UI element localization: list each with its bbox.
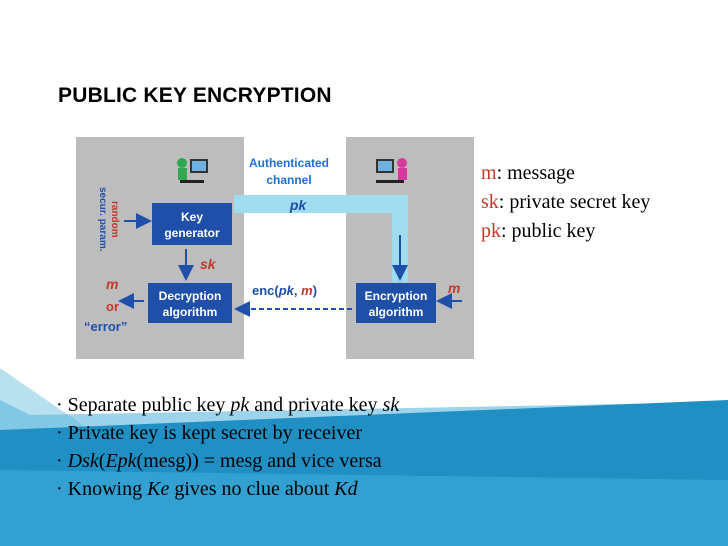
- receiver-person-icon: [376, 158, 407, 183]
- key-gen-line-1: Key: [181, 210, 203, 224]
- channel-label-1: Authenticated: [249, 156, 329, 170]
- m-input-label: m: [448, 280, 460, 296]
- receiver-panel: [346, 137, 474, 359]
- ciphertext-label: enc(pk, m): [252, 283, 317, 298]
- bullet-2: · Private key is kept secret by receiver: [56, 422, 362, 444]
- enc-line-2: algorithm: [369, 305, 424, 319]
- dec-line-2: algorithm: [163, 305, 218, 319]
- bullet-3: · Dsk(Epk(mesg)) = mesg and vice versa: [56, 450, 382, 472]
- legend-item-m: m: message: [481, 162, 575, 184]
- bullet-list: · Separate public key pk and private key…: [56, 391, 399, 503]
- or-label: or: [106, 299, 119, 314]
- sender-person-icon: [177, 158, 208, 183]
- authenticated-channel: [234, 195, 408, 282]
- enc-line-1: Encryption: [365, 289, 428, 303]
- bullet-4: · Knowing Ke gives no clue about Kd: [56, 478, 358, 500]
- legend-item-pk: pk: public key: [481, 220, 596, 242]
- encryption-diagram: Authenticated channel pk random secur. p…: [76, 137, 474, 359]
- bullet-1: · Separate public key pk and private key…: [56, 394, 400, 416]
- key-gen-line-2: generator: [164, 226, 220, 240]
- channel-label-2: channel: [266, 173, 311, 187]
- error-label: “error”: [84, 319, 127, 334]
- encryption-box: [356, 283, 436, 323]
- decorative-stripes: [0, 368, 728, 546]
- legend-item-sk: sk: private secret key: [481, 191, 651, 213]
- sk-label: sk: [200, 256, 217, 272]
- secur-param-label: secur. param.: [97, 187, 108, 252]
- key-generator-box: [152, 203, 232, 245]
- m-output-label: m: [106, 276, 118, 292]
- random-label: random: [109, 201, 120, 238]
- pk-label: pk: [289, 197, 308, 213]
- slide-title: PUBLIC KEY ENCRYPTION: [58, 84, 332, 107]
- decryption-box: [148, 283, 232, 323]
- dec-line-1: Decryption: [159, 289, 222, 303]
- legend: m: message sk: private secret key pk: pu…: [481, 159, 650, 246]
